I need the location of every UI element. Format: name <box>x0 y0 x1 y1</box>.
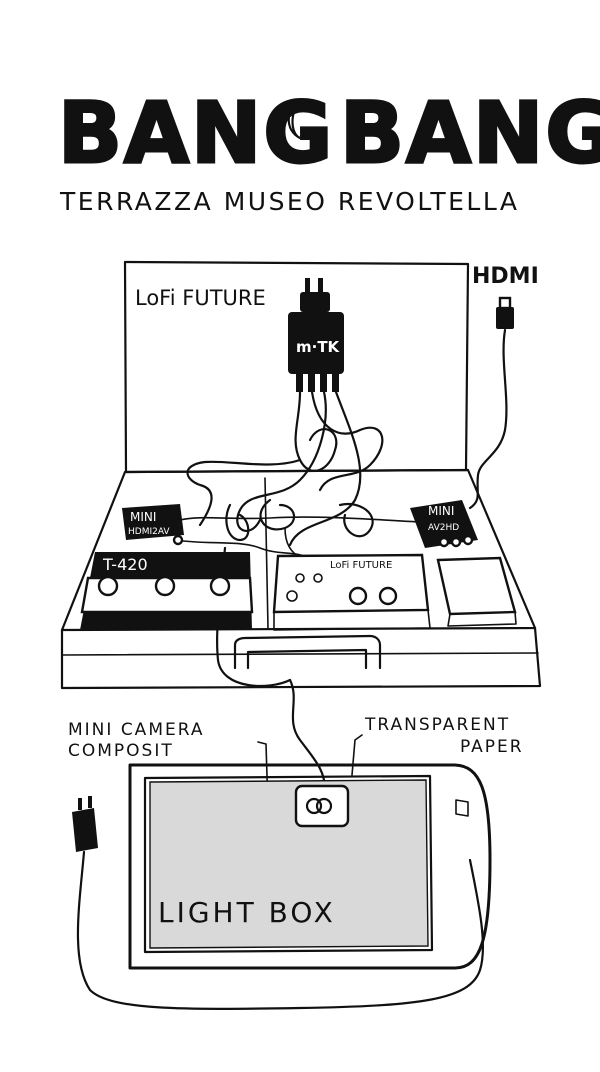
title-bang-left: BANG <box>58 84 334 182</box>
hdmi-plug-icon <box>496 307 514 329</box>
mini-hdmi2av: MINI HDMI2AV <box>122 504 184 546</box>
camera-label-1: MINI CAMERA <box>68 720 204 740</box>
hub-label: m·TK <box>296 338 341 356</box>
camera-label-2: COMPOSIT <box>68 741 174 761</box>
subtitle: TERRAZZA MUSEO REVOLTELLA <box>59 187 519 216</box>
camera-cable <box>288 678 327 792</box>
mini-left-label-2: HDMI2AV <box>128 527 170 537</box>
knob-2 <box>154 575 176 597</box>
mini-av2hd: MINI AV2HD <box>410 500 478 548</box>
mini-right-label-1: MINI <box>428 504 454 518</box>
paper-label-1: TRANSPARENT <box>364 715 510 735</box>
lightbox-button-icon <box>455 799 469 817</box>
synth-label: T-420 <box>102 555 148 574</box>
hdmi-label: HDMI <box>472 264 539 289</box>
title-group: BANG BANG TERRAZZA MUSEO REVOLTELLA <box>57 83 600 217</box>
tangled-cables <box>174 390 421 688</box>
suitcase-base <box>60 468 542 690</box>
usb-hub: m·TK <box>288 278 344 392</box>
lightbox-label: LIGHT BOX <box>158 896 336 929</box>
lightbox-power-adapter <box>72 796 485 1010</box>
mini-left-label-1: MINI <box>130 510 156 524</box>
knob-3 <box>209 575 231 597</box>
power-bank <box>436 556 517 627</box>
lid-label: LoFi FUTURE <box>135 286 266 310</box>
hdmi-cable: HDMI <box>468 264 539 510</box>
crescent-moon-icon <box>287 101 302 140</box>
paper-label-2: PAPER <box>460 737 524 757</box>
mini-right-label-2: AV2HD <box>428 523 459 533</box>
lightbox-labels: MINI CAMERA COMPOSIT TRANSPARENT PAPER <box>68 715 524 809</box>
lofi-box-label: LoFi FUTURE <box>330 560 392 571</box>
lightbox: LIGHT BOX <box>128 763 492 970</box>
knob-1 <box>97 575 119 597</box>
mini-camera <box>294 784 350 828</box>
suitcase-handle <box>233 634 382 670</box>
t420-synth: T-420 <box>80 552 254 630</box>
suitcase-lid: LoFi FUTURE <box>123 260 470 474</box>
lofi-future-box: LoFi FUTURE <box>272 553 431 631</box>
title-bang-right: BANG <box>340 84 600 182</box>
